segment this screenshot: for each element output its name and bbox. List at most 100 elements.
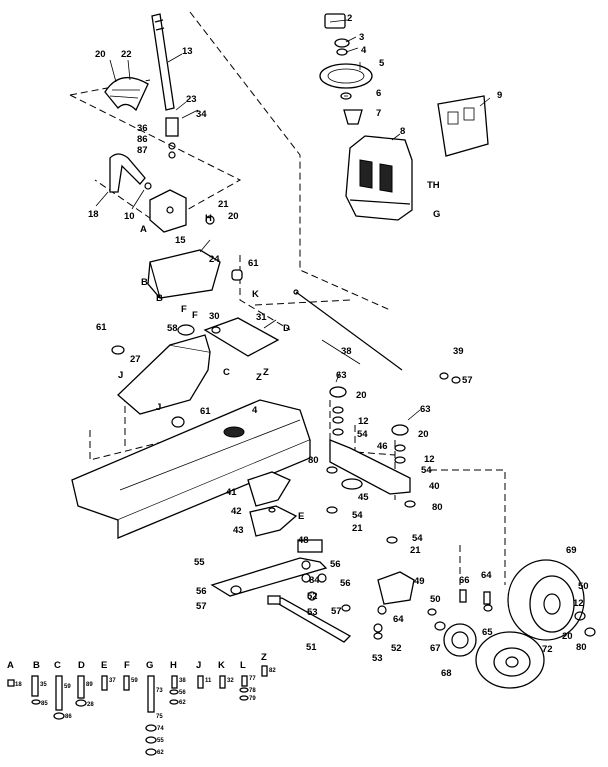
label-45: 45: [358, 492, 369, 503]
label-21c: 21: [410, 545, 421, 556]
seat-plate-right: [203, 317, 280, 357]
steering-wheel-group: [319, 13, 373, 125]
chassis-frame: [71, 399, 311, 539]
label-53b: 53: [372, 653, 383, 664]
label-31: 31: [256, 312, 267, 323]
svg-text:75: 75: [156, 714, 163, 720]
label-21b: 21: [352, 523, 363, 534]
label-Z2: Z: [263, 367, 269, 378]
label-80c: 80: [576, 642, 587, 653]
label-12c: 12: [573, 598, 584, 609]
label-49: 49: [414, 576, 425, 587]
axle-bracket-upper: [247, 471, 291, 507]
label-20b: 20: [228, 211, 239, 222]
dash-console: [345, 135, 413, 221]
svg-text:59: 59: [64, 684, 71, 690]
axle-bracket-lower: [249, 505, 298, 537]
label-B2: B: [156, 293, 163, 304]
label-41: 41: [226, 487, 237, 498]
label-D: D: [283, 323, 290, 334]
label-65: 65: [482, 627, 493, 638]
label-G: G: [433, 209, 440, 220]
label-63b: 63: [420, 404, 431, 415]
label-46: 46: [377, 441, 388, 452]
label-K: K: [252, 289, 259, 300]
spindle-left: [297, 539, 327, 601]
label-57a: 57: [462, 375, 473, 386]
label-38: 38: [341, 346, 352, 357]
label-30: 30: [209, 311, 220, 322]
label-J1: J: [118, 370, 123, 381]
label-B1: B: [141, 277, 148, 288]
svg-text:32: 32: [227, 678, 234, 684]
svg-text:55: 55: [157, 738, 164, 744]
label-48: 48: [298, 535, 309, 546]
label-12a: 12: [358, 416, 369, 427]
label-F1: F: [181, 304, 187, 315]
label-56c: 56: [196, 586, 207, 597]
label-57b: 57: [331, 606, 342, 617]
part-labels: 2 3 4 5 6 7 8 9 TH G 13 20 22 23 34 36 8…: [88, 13, 589, 679]
label-F2: F: [192, 310, 198, 321]
label-Z1: Z: [256, 372, 262, 383]
label-87: 87: [137, 145, 148, 156]
label-TH: TH: [427, 180, 440, 191]
label-64b: 64: [481, 570, 492, 581]
label-53a: 53: [307, 607, 318, 618]
axle-beam-45: [329, 439, 411, 495]
svg-text:79: 79: [249, 696, 256, 702]
svg-text:85: 85: [41, 701, 48, 707]
label-86: 86: [137, 134, 148, 145]
label-66: 66: [459, 575, 470, 586]
label-42: 42: [231, 506, 242, 517]
label-56b: 56: [340, 578, 351, 589]
svg-text:82: 82: [269, 668, 276, 674]
key-letter-d: D: [78, 660, 85, 671]
label-J2: J: [156, 402, 161, 413]
label-51: 51: [306, 642, 317, 653]
label-H: H: [205, 213, 212, 224]
label-52b: 52: [391, 643, 402, 654]
label-64a: 64: [393, 614, 404, 625]
fastener-key: A 18 B 35 85 C 59 86 D 89 28 E 37 F 59 G…: [7, 652, 276, 756]
label-67: 67: [430, 643, 441, 654]
label-72: 72: [542, 644, 553, 655]
label-3: 3: [359, 32, 364, 43]
label-15: 15: [175, 235, 186, 246]
label-80a: 80: [308, 455, 319, 466]
label-9: 9: [497, 90, 502, 101]
label-E: E: [298, 511, 304, 522]
label-80b: 80: [432, 502, 443, 513]
label-61c: 61: [200, 406, 211, 417]
svg-text:38: 38: [179, 678, 186, 684]
key-letter-e: E: [101, 660, 107, 671]
label-69: 69: [566, 545, 577, 556]
label-50b: 50: [578, 581, 589, 592]
label-57c: 57: [196, 601, 207, 612]
label-4b: 4: [252, 405, 258, 416]
label-10: 10: [124, 211, 135, 222]
key-letter-a: A: [7, 660, 14, 671]
pinion-parts: [144, 117, 215, 225]
label-A: A: [140, 224, 147, 235]
label-43: 43: [233, 525, 244, 536]
svg-text:73: 73: [156, 688, 163, 694]
leader-lines: [95, 19, 491, 421]
label-22: 22: [121, 49, 132, 60]
svg-text:11: 11: [205, 678, 212, 684]
label-12b: 12: [424, 454, 435, 465]
label-21a: 21: [218, 199, 229, 210]
label-61a: 61: [248, 258, 259, 269]
svg-text:28: 28: [87, 702, 94, 708]
throttle-cable: [293, 289, 403, 371]
label-6: 6: [376, 88, 381, 99]
label-24: 24: [209, 254, 220, 265]
label-54d: 54: [412, 533, 423, 544]
label-52a: 52: [307, 591, 318, 602]
seat-plate-left: [117, 334, 211, 415]
key-letter-z: Z: [261, 652, 267, 663]
svg-text:78: 78: [249, 688, 256, 694]
label-C: C: [223, 367, 230, 378]
svg-text:59: 59: [131, 678, 138, 684]
hub-assembly-68: [427, 589, 596, 657]
